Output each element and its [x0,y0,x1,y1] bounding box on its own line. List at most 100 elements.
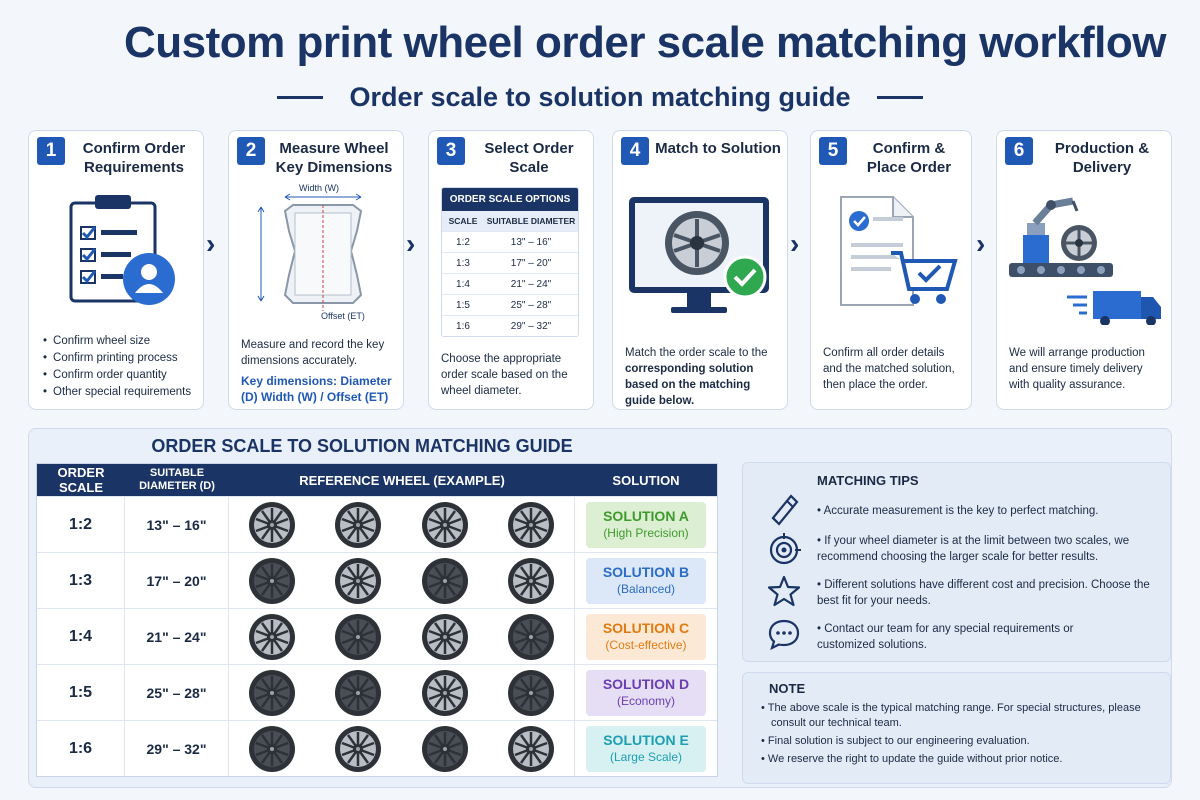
reference-wheel-icon [249,669,296,716]
document-cart-icon [840,196,958,306]
step-1-card: 1 Confirm Order Requirements Confirm whe… [28,130,204,410]
list-item: The above scale is the typical matching … [757,701,1170,731]
order-scale-options-table: ORDER SCALE OPTIONS SCALE SUITABLE DIAME… [441,187,579,337]
scale-cell: 1:2 [456,236,470,248]
step-3-description: Choose the appropriate order scale based… [441,353,568,397]
solution-name: SOLUTION C [602,620,690,636]
wheel-group [229,669,574,717]
step-6-number: 6 [1005,137,1033,165]
order-scale-cell: 1:2 [37,497,125,552]
diameter-cell: 13" – 16" [510,236,552,248]
step-1-title: Confirm Order Requirements [82,140,186,176]
diameter-cell: 29" – 32" [510,320,552,332]
offset-label: Offset (ET) [321,311,365,321]
reference-wheel-icon [249,557,296,604]
reference-wheel-icon [335,613,382,660]
diameter-cell: 21" – 24" [125,609,229,664]
diameter-cell: 29" – 32" [125,721,229,776]
subtitle-line-left [277,96,324,99]
step-5-number: 5 [819,137,847,165]
mini-table-header: SCALE SUITABLE DIAMETER [442,211,578,231]
solution-cell: SOLUTION D (Economy) [575,665,717,720]
reference-wheel-icon [507,501,554,548]
scale-cell: 1:3 [456,257,470,269]
chevron-right-icon: › [406,228,416,259]
scale-cell: 1:4 [456,278,470,290]
reference-wheel-icon [421,613,468,660]
reference-wheels-cell [229,553,575,608]
step-4-number: 4 [621,137,649,165]
order-scale-cell: 1:3 [37,553,125,608]
step-3-number: 3 [437,137,465,165]
step-2-description: Measure and record the key dimensions ac… [241,339,385,367]
mini-col-scale: SCALE [448,216,478,226]
solution-name: SOLUTION A [603,508,689,524]
step-5-card: 5 Confirm & Place Order Confirm all orde… [810,130,972,410]
solution-name: SOLUTION E [603,732,689,748]
diameter-cell: 25" – 28" [510,299,552,311]
reference-wheel-icon [421,557,468,604]
table-row: 1:2 13" – 16" [442,231,578,252]
mini-table-title: ORDER SCALE OPTIONS [442,188,578,211]
reference-wheel-icon [335,725,382,772]
reference-wheels-cell [229,665,575,720]
order-scale-cell: 1:4 [37,609,125,664]
scale-cell: 1:5 [456,299,470,311]
step-4-card: 4 Match to Solution Match the order scal… [612,130,788,410]
matching-tips-panel: MATCHING TIPS • Accurate measurement is … [742,462,1171,662]
solution-detail: (Economy) [616,694,675,708]
reference-wheel-icon [507,613,554,660]
matching-guide-table: ORDER SCALE SUITABLE DIAMETER (D) REFERE… [36,463,718,777]
diameter-cell: 13" – 16" [125,497,229,552]
solution-name: SOLUTION B [602,564,690,580]
width-label: Width (W) [299,183,339,193]
reference-wheel-icon [249,725,296,772]
header-reference-wheel: REFERENCE WHEEL (EXAMPLE) [299,472,505,488]
table-header: ORDER SCALE SUITABLE DIAMETER (D) REFERE… [37,464,717,496]
subtitle-line-right [876,96,923,99]
header-suitable-diameter: SUITABLE DIAMETER (D) [139,467,215,492]
diameter-cell: 21" – 24" [510,278,552,290]
step-1-bullets: Confirm wheel size Confirm printing proc… [43,333,191,401]
reference-wheel-icon [335,669,382,716]
solution-cell: SOLUTION C(Cost-effective) [575,609,717,664]
clipboard-user-icon [69,195,175,305]
step-5-title: Confirm & Place Order [866,140,952,176]
step-6-description: We will arrange production and ensure ti… [1009,347,1145,391]
reference-wheel-icon [249,613,296,660]
step-3-card: 3 Select Order Scale ORDER SCALE OPTIONS… [428,130,594,410]
reference-wheel-icon [507,669,554,716]
step-4-title: Match to Solution [655,140,781,157]
solution-name: SOLUTION D [602,676,690,692]
tip-item: • If your wheel diameter is at the limit… [817,535,1130,563]
page-subtitle: Order scale to solution matching guide [349,82,851,112]
reference-wheel-icon [249,501,296,548]
diameter-cell: 17" – 20" [125,553,229,608]
list-item: Final solution is subject to our enginee… [757,734,1170,749]
monitor-wheel-check-icon [629,197,769,313]
list-item: Confirm wheel size [43,333,191,350]
step-6-title: Production & Delivery [1054,140,1150,176]
step-4-description-bold: corresponding solution based on the matc… [625,363,754,407]
reference-wheel-icon [507,557,554,604]
step-4-description-text: Match the order scale to the [625,347,768,359]
list-item: We reserve the right to update the guide… [757,752,1170,767]
list-item: Confirm order quantity [43,367,191,384]
solution-cell: SOLUTION E(Large Scale) [575,721,717,776]
solution-detail: (Balanced) [616,582,676,596]
star-icon [767,575,801,607]
step-4-description: Match the order scale to the correspondi… [625,345,779,409]
reference-wheels-cell [229,721,575,776]
step-2-number: 2 [237,137,265,165]
table-row: 1:5 25" – 28" [442,294,578,315]
mini-col-diameter: SUITABLE DIAMETER [486,216,576,226]
tip-item: • Contact our team for any special requi… [817,623,1074,651]
list-item: Other special requirements [43,384,191,401]
solution-detail: (High Precision) [603,526,689,540]
chevron-right-icon: › [976,228,986,259]
note-list: The above scale is the typical matching … [757,701,1170,770]
